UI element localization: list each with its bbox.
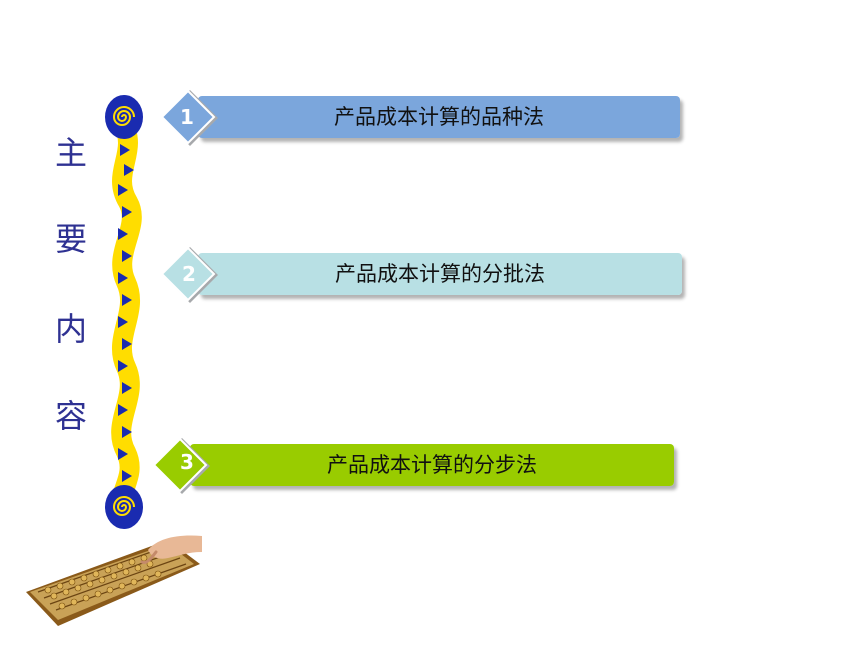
spiral-icon bbox=[105, 95, 143, 139]
rope-decoration bbox=[105, 95, 143, 529]
agenda-label-1: 产品成本计算的品种法 bbox=[334, 105, 544, 129]
agenda-item-2[interactable]: 产品成本计算的分批法 2 bbox=[160, 246, 690, 303]
agenda-item-1[interactable]: 产品成本计算的品种法 1 bbox=[160, 89, 690, 146]
agenda-number-3: 3 bbox=[180, 450, 194, 474]
spiral-icon bbox=[105, 485, 143, 529]
agenda-number-2: 2 bbox=[182, 262, 196, 286]
agenda-number-1: 1 bbox=[180, 105, 194, 129]
number-badge-icon bbox=[160, 89, 218, 146]
agenda-label-2: 产品成本计算的分批法 bbox=[335, 262, 545, 286]
title-char-1: 主 bbox=[54, 134, 87, 172]
agenda-bar-1 bbox=[198, 96, 680, 138]
agenda-label-3: 产品成本计算的分步法 bbox=[327, 453, 537, 477]
abacus-image bbox=[26, 535, 202, 626]
title-char-2: 要 bbox=[54, 220, 87, 258]
number-badge-icon bbox=[152, 437, 210, 494]
title-char-3: 内 bbox=[54, 310, 87, 348]
agenda-bar-2 bbox=[198, 253, 682, 295]
agenda-bar-3 bbox=[190, 444, 674, 486]
agenda-item-3[interactable]: 产品成本计算的分步法 3 bbox=[152, 437, 682, 494]
number-badge-icon bbox=[160, 246, 218, 303]
title-char-4: 容 bbox=[54, 397, 87, 435]
